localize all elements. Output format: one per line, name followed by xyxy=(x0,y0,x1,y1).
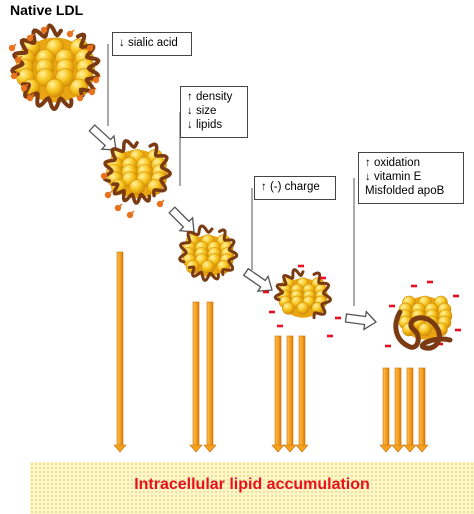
accumulation-arrow-head xyxy=(189,444,203,453)
sialic-acid-dot xyxy=(66,30,74,38)
callout-stage-1: ↓ sialic acid xyxy=(112,32,192,56)
sialic-acid-dot xyxy=(20,84,28,92)
callout-stage-2: ↑ density ↓ size ↓ lipids xyxy=(180,86,248,138)
callout-line: ↑ oxidation xyxy=(365,157,420,169)
negative-charge xyxy=(327,334,333,338)
accumulation-arrow-head xyxy=(283,444,297,453)
accumulation-arrow-shaft xyxy=(206,301,214,447)
accumulation-arrow-shaft xyxy=(192,301,200,447)
result-label: Intracellular lipid accumulation xyxy=(134,476,370,493)
callout-line: ↑ density xyxy=(187,91,233,103)
sialic-acid-dot xyxy=(92,76,100,84)
lipid-sphere xyxy=(45,78,65,98)
accumulation-arrow-head xyxy=(415,444,429,453)
sialic-acid-dot xyxy=(114,204,122,212)
ldl-particle xyxy=(385,280,461,351)
negative-charge xyxy=(269,310,275,314)
accumulation-arrow-shaft xyxy=(116,251,124,447)
sialic-acid-dot xyxy=(156,200,164,208)
negative-charge xyxy=(320,276,326,280)
callout-stage-4: ↑ oxidation ↓ vitamin E Misfolded apoB xyxy=(358,152,464,204)
ldl-particle xyxy=(178,224,239,282)
negative-charge xyxy=(277,324,283,328)
negative-charge xyxy=(385,344,391,348)
apob-strand xyxy=(102,138,139,183)
negative-charge xyxy=(427,280,433,284)
lipid-sphere xyxy=(129,179,145,195)
negative-charge xyxy=(298,264,304,268)
callout-line: ↓ size xyxy=(187,105,217,117)
transition-arrow xyxy=(344,310,378,331)
apob-strand xyxy=(273,268,305,302)
apob-strand xyxy=(178,224,214,264)
native-ldl-title: Native LDL xyxy=(10,2,84,18)
ldl-particle xyxy=(263,264,341,338)
sialic-acid-dot xyxy=(86,44,94,52)
lipid-sphere xyxy=(296,301,310,315)
apob-strand xyxy=(111,182,152,205)
callout-stage-3: ↑ (-) charge xyxy=(254,176,336,200)
ldl-particle xyxy=(100,138,172,219)
accumulation-arrow-head xyxy=(295,444,309,453)
accumulation-arrow-head xyxy=(203,444,217,453)
sialic-acid-dot xyxy=(126,211,134,219)
result-banner xyxy=(30,462,474,514)
callout-line: ↓ lipids xyxy=(187,119,223,131)
transition-arrow xyxy=(242,267,273,292)
accumulation-arrow-head xyxy=(113,444,127,453)
lipid-sphere xyxy=(201,260,215,274)
callout-line: ↑ (-) charge xyxy=(261,181,320,193)
sialic-acid-dot xyxy=(26,94,34,102)
apob-strand xyxy=(218,228,239,276)
transition-arrow xyxy=(168,206,195,233)
sialic-acid-dot xyxy=(10,72,18,80)
callout-line: Misfolded apoB xyxy=(365,185,445,197)
negative-charge xyxy=(453,294,459,298)
accumulation-arrows xyxy=(113,251,429,453)
apob-strand xyxy=(75,32,101,98)
accumulation-arrow-shaft xyxy=(382,367,390,447)
negative-charge xyxy=(263,290,269,294)
sialic-acid-dot xyxy=(26,34,34,42)
negative-charge xyxy=(335,316,341,320)
ldl-particle xyxy=(8,23,101,112)
accumulation-arrow-head xyxy=(379,444,393,453)
negative-charge xyxy=(389,304,395,308)
accumulation-arrow-shaft xyxy=(418,367,426,447)
misfolded-apob-strand xyxy=(393,309,453,351)
callout-line: ↓ vitamin E xyxy=(365,171,422,183)
apob-strand xyxy=(10,23,63,76)
sialic-acid-dot xyxy=(76,94,84,102)
lipid-sphere xyxy=(282,301,295,315)
accumulation-arrow-shaft xyxy=(274,335,282,447)
sialic-acid-dot xyxy=(104,191,112,199)
apob-strand xyxy=(20,82,74,112)
accumulation-arrow-head xyxy=(271,444,285,453)
sialic-acid-dot xyxy=(8,44,16,52)
negative-charge xyxy=(455,328,461,332)
accumulation-arrow-head xyxy=(403,444,417,453)
ldl-particles xyxy=(8,23,461,351)
callout-line: ↓ sialic acid xyxy=(119,37,178,49)
accumulation-arrow-shaft xyxy=(286,335,294,447)
sialic-acid-dot xyxy=(100,172,108,180)
apob-strand xyxy=(148,142,172,198)
transition-arrows xyxy=(88,124,378,331)
accumulation-arrow-shaft xyxy=(406,367,414,447)
negative-charge xyxy=(411,284,417,288)
accumulation-arrow-head xyxy=(391,444,405,453)
transition-arrow xyxy=(88,124,117,151)
negative-charge xyxy=(437,342,443,346)
lipid-sphere xyxy=(418,322,432,337)
sialic-acid-dot xyxy=(40,26,48,34)
apob-strand xyxy=(312,271,332,320)
accumulation-arrow-shaft xyxy=(394,367,402,447)
accumulation-arrow-shaft xyxy=(298,335,306,447)
sialic-acid-dot xyxy=(14,56,22,64)
apob-strand xyxy=(187,265,220,282)
sialic-acid-dot xyxy=(88,88,96,96)
